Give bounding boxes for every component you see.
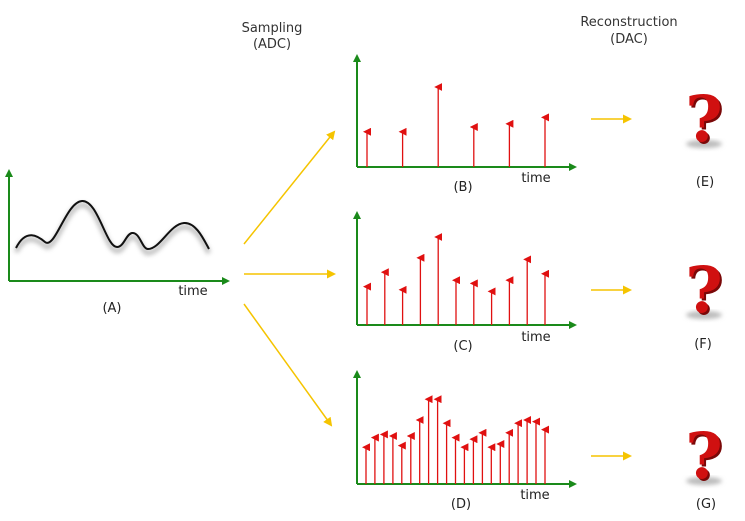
svg-text:?: ? [687,84,725,159]
panel-a-axis-label: time [178,284,207,299]
sampling-header: Sampling [242,21,303,36]
panel-b-axis-label: time [521,171,550,186]
reconstruction-header-sub: (DAC) [610,32,648,47]
sampling-arrows [243,130,336,427]
reconstruction-arrows [591,114,632,461]
panel-d-axis-label: time [520,488,549,503]
analog-signal-shadow [13,202,212,256]
svg-text:?: ? [687,421,725,496]
svg-text:?: ? [685,253,723,328]
panel-e-label: (E) [696,175,714,190]
panel-a-label: (A) [102,301,121,316]
question-mark-icon: ? ? [685,419,725,496]
panel-b: time (B) [353,54,577,195]
panel-d-label: (D) [451,497,471,512]
svg-text:?: ? [685,419,723,494]
sampling-header-sub: (ADC) [253,37,291,52]
panel-c-label: (C) [453,339,472,354]
panel-d-samples [362,395,549,484]
sampling-arrow-to-d [243,303,333,427]
panel-b-samples [363,83,549,167]
svg-text:?: ? [687,255,725,330]
panel-f-label: (F) [694,337,712,352]
panel-g-label: (G) [696,497,716,512]
sampling-arrow-to-b [243,130,336,245]
question-mark-icon: ? ? [685,253,725,330]
panel-d: time (D) [353,370,577,512]
panel-b-label: (B) [453,180,472,195]
svg-text:?: ? [685,82,723,157]
panel-c-axis-label: time [521,330,550,345]
panel-c: time (C) [353,211,577,354]
panel-c-samples [363,233,549,325]
analog-signal-curve [15,199,210,251]
panel-a: time (A) [5,169,230,316]
question-mark-icon: ? ? [685,82,725,159]
reconstruction-header: Reconstruction [580,15,677,30]
